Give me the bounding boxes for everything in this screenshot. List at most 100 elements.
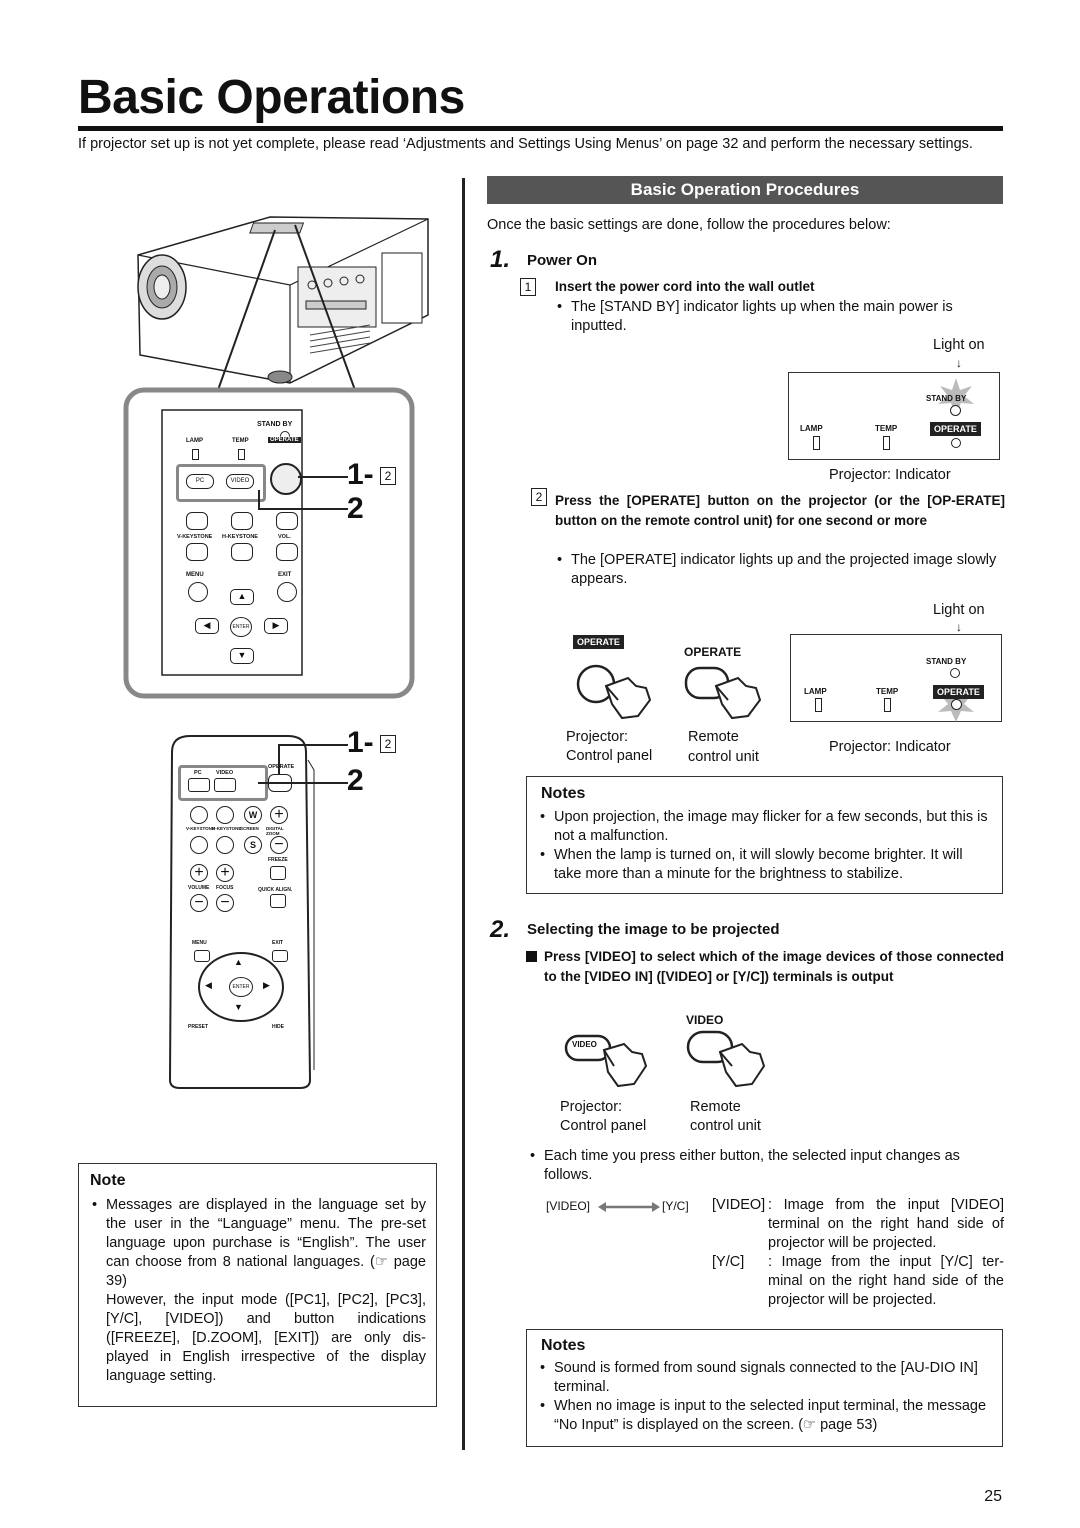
indicator-panel-1 bbox=[788, 372, 1000, 460]
projector-operate-press-icon[interactable] bbox=[566, 656, 656, 722]
panel-operate-button[interactable] bbox=[270, 463, 302, 495]
remote-focus-plus[interactable]: + bbox=[216, 864, 234, 882]
panel-down-button[interactable]: ▼ bbox=[230, 648, 254, 664]
remote-dpad[interactable] bbox=[198, 952, 284, 1022]
panel-menu-label: MENU bbox=[186, 572, 204, 578]
section-heading: Basic Operation Procedures bbox=[487, 176, 1003, 204]
step2-square-bullet bbox=[526, 951, 537, 962]
title-rule bbox=[78, 126, 1003, 131]
proj-panel-caption-1: Projector: bbox=[566, 729, 629, 745]
remote-freeze-button[interactable] bbox=[270, 866, 286, 880]
ind1-standby-light bbox=[950, 405, 961, 416]
step2-bullet-wrap: Each time you press either button, the s… bbox=[528, 1147, 1004, 1185]
ind2-standby-label: STAND BY bbox=[926, 657, 967, 666]
panel-enter-button[interactable]: ENTER bbox=[230, 617, 252, 637]
step2-title: Selecting the image to be projected bbox=[527, 921, 780, 938]
remote-operate-press-icon[interactable] bbox=[678, 656, 768, 722]
remote-menu-label: MENU bbox=[192, 940, 207, 946]
step2-proj-caption-2: Control panel bbox=[560, 1118, 647, 1134]
step2-number: 2. bbox=[490, 916, 511, 943]
operate-label-remote: OPERATE bbox=[684, 645, 742, 659]
notes1-item: Upon projection, the image may flicker f… bbox=[538, 808, 990, 846]
panel-right-button[interactable]: ▶ bbox=[264, 618, 288, 634]
panel-video-button[interactable]: VIDEO bbox=[226, 474, 254, 489]
remote-quickalign-button[interactable] bbox=[270, 894, 286, 908]
panel-pc-button[interactable]: PC bbox=[186, 474, 214, 489]
ind2-temp-light bbox=[884, 698, 891, 712]
remote-video-button[interactable] bbox=[214, 778, 236, 792]
ind1-operate-light bbox=[951, 438, 961, 448]
panel-left-button[interactable]: ◀ bbox=[195, 618, 219, 634]
left-note-continuation: However, the input mode ([PC1], [PC2], [… bbox=[106, 1292, 426, 1384]
remote-dpad-up[interactable]: ▲ bbox=[234, 957, 243, 967]
ind2-standby-light bbox=[950, 668, 960, 678]
callout-3-step: 1- bbox=[347, 726, 374, 759]
video-label-remote: VIDEO bbox=[686, 1013, 724, 1027]
remote-focus-minus[interactable]: − bbox=[216, 894, 234, 912]
video-badge-projector: VIDEO bbox=[572, 1040, 597, 1049]
vol-minus-button[interactable] bbox=[276, 543, 298, 561]
remote-dpad-left[interactable]: ◀ bbox=[205, 980, 212, 990]
indicator-caption-1: Projector: Indicator bbox=[829, 467, 951, 483]
hkeystone-left-button[interactable] bbox=[231, 512, 253, 530]
step2-proj-caption-1: Projector: bbox=[560, 1099, 623, 1115]
step1-sub2-bullet: The [OPERATE] indicator lights up and th… bbox=[555, 551, 1005, 589]
vol-plus-button[interactable] bbox=[276, 512, 298, 530]
panel-operate-badge: OPERATE bbox=[268, 437, 301, 443]
remote-pc-label: PC bbox=[194, 770, 202, 776]
page-title: Basic Operations bbox=[78, 71, 465, 124]
remote-dpad-down[interactable]: ▼ bbox=[234, 1002, 243, 1012]
standby-glow-icon bbox=[938, 378, 974, 414]
remote-w-button[interactable]: W bbox=[244, 806, 262, 824]
remote-exit-button[interactable] bbox=[272, 950, 288, 962]
remote-preset-label: PRESET bbox=[188, 1024, 209, 1030]
remote-menu-button[interactable] bbox=[194, 950, 210, 962]
notes1-item: When the lamp is turned on, it will slow… bbox=[538, 846, 990, 884]
remote-volume-minus[interactable]: − bbox=[190, 894, 208, 912]
left-note-item: Messages are displayed in the language s… bbox=[90, 1196, 426, 1291]
callout-1-step: 1- bbox=[347, 458, 374, 491]
hkeystone-right-button[interactable] bbox=[231, 543, 253, 561]
notes2-list-wrap: Sound is formed from sound signals conne… bbox=[538, 1359, 990, 1435]
intro-text: If projector set up is not yet complete,… bbox=[78, 136, 973, 152]
remote-zoom-minus[interactable]: − bbox=[270, 836, 288, 854]
callout-3-box: 2 bbox=[380, 735, 396, 753]
panel-hkeystone-label: H-KEYSTONE bbox=[222, 534, 258, 540]
operate-badge-projector: OPERATE bbox=[573, 635, 624, 649]
remote-hkey-left[interactable] bbox=[216, 806, 234, 824]
remote-vkey-up[interactable] bbox=[190, 806, 208, 824]
ind2-operate-light bbox=[951, 699, 962, 710]
panel-exit-button[interactable] bbox=[277, 582, 297, 602]
vkeystone-up-button[interactable] bbox=[186, 512, 208, 530]
panel-menu-button[interactable] bbox=[188, 582, 208, 602]
panel-vol-label: VOL. bbox=[278, 534, 291, 540]
step1-sub2-num: 2 bbox=[531, 488, 547, 506]
projector-video-press-icon[interactable] bbox=[560, 1026, 656, 1092]
vkeystone-down-button[interactable] bbox=[186, 543, 208, 561]
step1-sub1-bullet-wrap: The [STAND BY] indicator lights up when … bbox=[555, 298, 1005, 336]
remote-dpad-right[interactable]: ▶ bbox=[263, 980, 270, 990]
def1-term: [VIDEO] bbox=[712, 1197, 766, 1213]
pc-video-highlight bbox=[176, 464, 266, 502]
notes1-heading: Notes bbox=[541, 785, 586, 802]
step2-remote-caption-1: Remote bbox=[690, 1099, 741, 1115]
remote-pc-button[interactable] bbox=[188, 778, 210, 792]
ind1-temp-label: TEMP bbox=[875, 424, 898, 433]
remote-video-press-icon[interactable] bbox=[682, 1026, 778, 1092]
callout-4-step: 2 bbox=[347, 764, 364, 797]
remote-zoom-plus[interactable]: + bbox=[270, 806, 288, 824]
remote-operate-label: OPERATE bbox=[268, 764, 295, 770]
notes2-heading: Notes bbox=[541, 1337, 586, 1354]
remote-s-button[interactable]: S bbox=[244, 836, 262, 854]
light-on-arrow-1: ↓ bbox=[956, 356, 962, 370]
remote-hkeystone-label: H-KEYSTONE bbox=[212, 826, 242, 831]
remote-callout-line-1 bbox=[278, 744, 348, 746]
ind2-operate-badge: OPERATE bbox=[933, 685, 984, 699]
remote-vkey-down[interactable] bbox=[190, 836, 208, 854]
remote-vkeystone-label: V-KEYSTONE bbox=[186, 826, 215, 831]
light-on-label-2: Light on bbox=[933, 602, 985, 618]
remote-hkey-right[interactable] bbox=[216, 836, 234, 854]
remote-enter-button[interactable]: ENTER bbox=[229, 977, 253, 997]
panel-up-button[interactable]: ▲ bbox=[230, 589, 254, 605]
remote-volume-plus[interactable]: + bbox=[190, 864, 208, 882]
